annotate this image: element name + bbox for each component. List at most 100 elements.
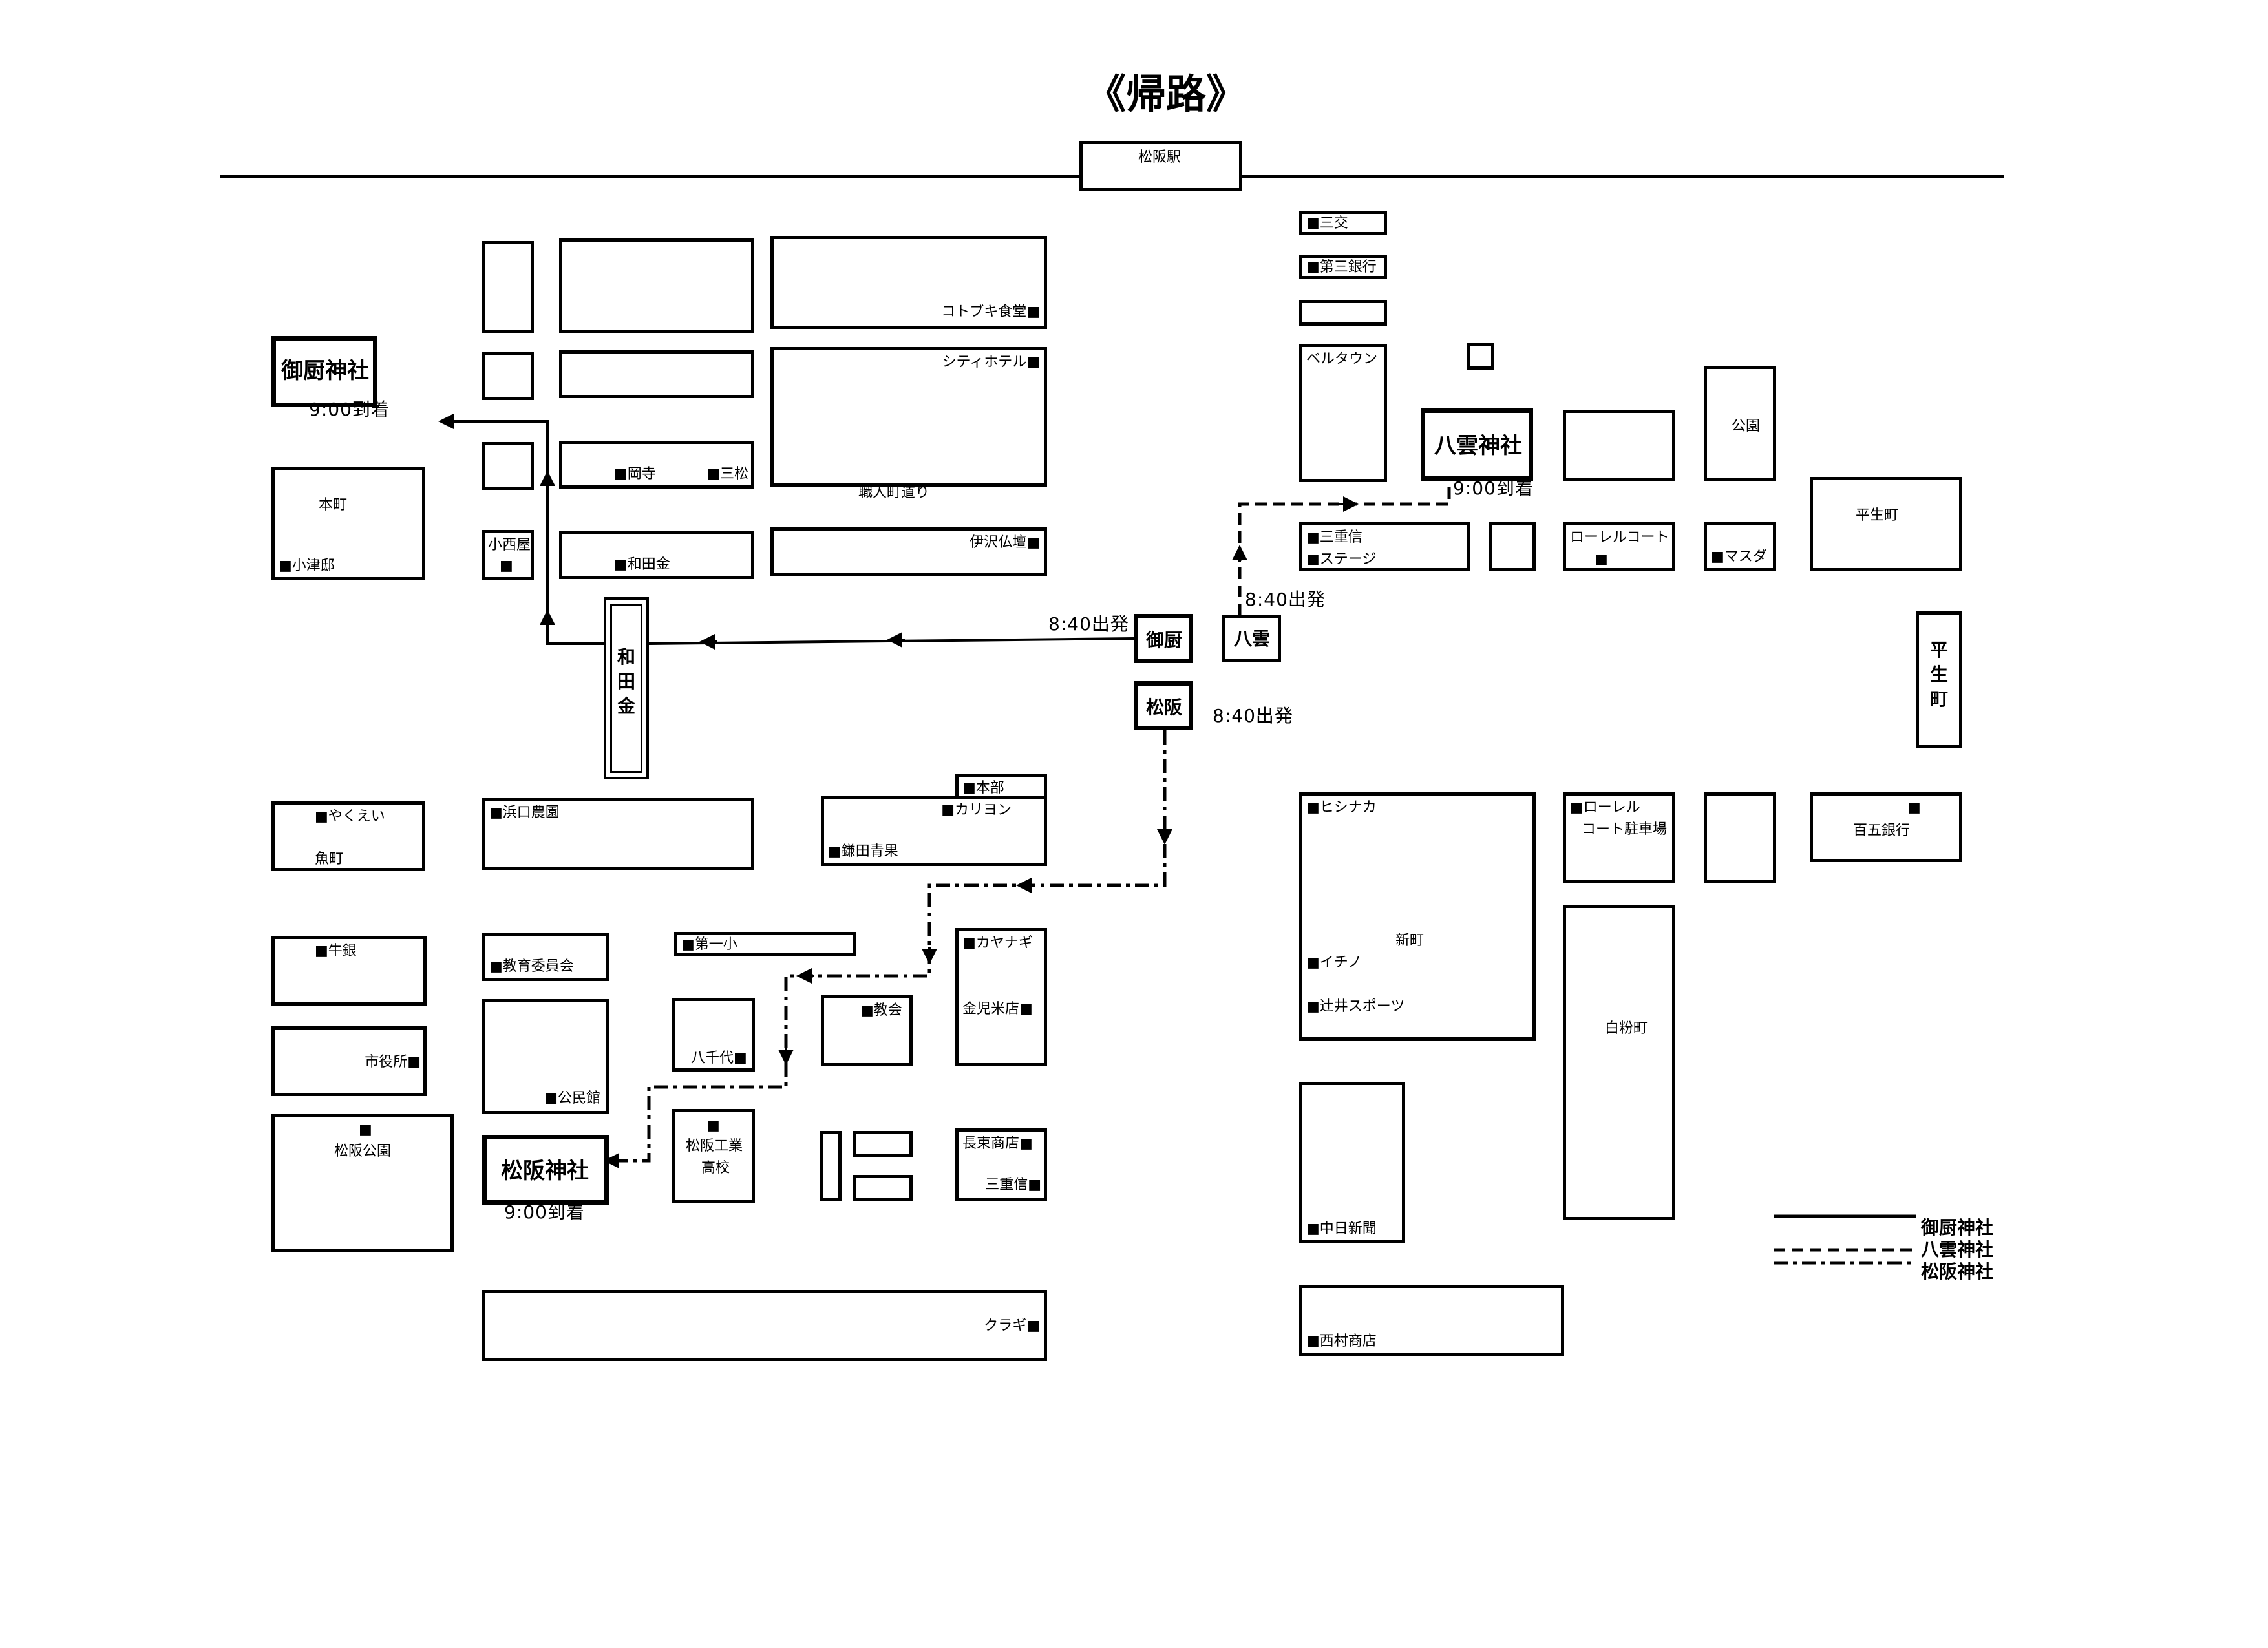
tsujii-label: ■辻井スポーツ bbox=[1306, 998, 1405, 1015]
yachiyo-label: 八千代■ bbox=[691, 1050, 747, 1066]
block-kyokai: ■教会 bbox=[821, 995, 913, 1066]
shokunin-street-label: 職人町道り bbox=[858, 485, 930, 501]
mikuriya-shrine: 御厨神社 bbox=[271, 336, 377, 407]
matsusaka-arrive-time: 9:00到着 bbox=[504, 1201, 585, 1223]
block-kuragi: クラギ■ bbox=[482, 1290, 1047, 1361]
mikuriya-route bbox=[648, 637, 1134, 645]
mikuriya-start: 御厨 bbox=[1134, 614, 1193, 663]
nagatsuka-label: 長束商店■ bbox=[962, 1136, 1033, 1152]
block-kayanagi: ■カヤナギ 金児米店■ bbox=[955, 928, 1047, 1066]
block-oshiroi: 白粉町 bbox=[1563, 905, 1675, 1220]
kyoiku-label: ■教育委員会 bbox=[489, 958, 574, 975]
yakumo-start: 八雲 bbox=[1222, 615, 1281, 662]
matsusaka-shrine: 松阪神社 bbox=[482, 1135, 609, 1205]
block-heiseicho-vertical: 平生町 bbox=[1916, 611, 1962, 748]
block bbox=[559, 350, 754, 398]
laurel-court-marker: ■ bbox=[1595, 551, 1608, 567]
hishinaka-label: ■ヒシナカ bbox=[1306, 799, 1377, 816]
small-block bbox=[1467, 343, 1494, 370]
hyakugo-marker: ■ bbox=[1907, 799, 1921, 816]
block-hamaguchi: ■浜口農園 bbox=[482, 798, 754, 870]
block-honbu: ■本部 bbox=[955, 774, 1047, 800]
kayanagi-label: ■カヤナギ bbox=[962, 935, 1033, 951]
laurel-label: ■ローレル bbox=[1570, 799, 1640, 816]
block-kominkan: ■公民館 bbox=[482, 999, 609, 1114]
legend-yakumo: 八雲神社 bbox=[1921, 1239, 1994, 1260]
block bbox=[853, 1131, 913, 1157]
block bbox=[559, 238, 754, 333]
city-hotel-label: シティホテル■ bbox=[942, 354, 1040, 370]
block-miejin-stage: ■三重信 ■ステージ bbox=[1299, 522, 1470, 571]
matsusaka-route bbox=[609, 730, 1167, 1163]
ichino-label: ■イチノ bbox=[1306, 955, 1362, 971]
block-daiichi: ■第一小 bbox=[674, 932, 856, 956]
block-daisan: ■第三銀行 bbox=[1299, 255, 1387, 279]
block-city-hotel: シティホテル■ bbox=[770, 347, 1047, 487]
block bbox=[482, 442, 534, 490]
block-belltown: ベルタウン bbox=[1299, 344, 1387, 482]
block-laurel-parking: ■ローレル コート駐車場 bbox=[1563, 792, 1675, 883]
kanebei-label: 金児米店■ bbox=[962, 1001, 1033, 1017]
matsusaka-start: 松阪 bbox=[1134, 681, 1193, 730]
block-kotobuki: コトブキ食堂■ bbox=[770, 236, 1047, 329]
uomachi-label: 魚町 bbox=[315, 851, 344, 867]
block-shinmachi: ■ヒシナカ 新町 ■イチノ ■辻井スポーツ bbox=[1299, 792, 1536, 1041]
yakumo-route bbox=[1238, 481, 1451, 615]
wadakin-building: 和田金 bbox=[604, 597, 649, 779]
konishiya-label: 小西屋 bbox=[488, 537, 531, 553]
kotobuki-label: コトブキ食堂■ bbox=[941, 304, 1040, 320]
block-uomachi: ■やくえい 魚町 bbox=[271, 801, 425, 871]
block-okadera: ■岡寺 ■三松 bbox=[559, 441, 754, 489]
block-kogyo: ■ 松阪工業 高校 bbox=[672, 1109, 755, 1203]
matsusaka-park-label: 松阪公園 bbox=[334, 1143, 392, 1159]
block-matsusaka-park: ■ 松阪公園 bbox=[271, 1114, 454, 1252]
ozu-label: ■小津邸 bbox=[279, 558, 335, 574]
mikuriya-arrive-time: 9:00到着 bbox=[309, 399, 390, 420]
konishiya-marker: ■ bbox=[500, 558, 513, 574]
block-gyugin: ■牛銀 bbox=[271, 936, 427, 1006]
block bbox=[853, 1175, 913, 1201]
wadakin-label: ■和田金 bbox=[614, 556, 670, 573]
kominkan-label: ■公民館 bbox=[544, 1090, 600, 1106]
block-izawa: 伊沢仏壇■ bbox=[770, 527, 1047, 576]
kogyo-label-1: 松阪工業 bbox=[686, 1138, 743, 1154]
station-box: 松阪駅 bbox=[1079, 141, 1242, 191]
block-koen: 公園 bbox=[1704, 366, 1776, 481]
yakumo-depart-time: 8:40出発 bbox=[1245, 589, 1326, 610]
kariyon-label: ■カリヨン bbox=[941, 802, 1012, 818]
kyokai-label: ■教会 bbox=[860, 1002, 902, 1019]
mikuriya-route-2 bbox=[446, 420, 604, 645]
shiyakusho-label: 市役所■ bbox=[365, 1054, 421, 1070]
matsusaka-park-marker: ■ bbox=[359, 1121, 372, 1137]
honmachi-label: 本町 bbox=[319, 497, 348, 513]
matsusaka-depart-time: 8:40出発 bbox=[1213, 705, 1293, 726]
hamaguchi-label: ■浜口農園 bbox=[489, 805, 560, 821]
honbu-label: ■本部 bbox=[962, 780, 1004, 796]
yakumo-shrine-label: 八雲神社 bbox=[1434, 433, 1522, 459]
shinmachi-label: 新町 bbox=[1395, 933, 1425, 949]
okadera-label: ■岡寺 bbox=[614, 466, 656, 482]
yakumo-arrive-time: 9:00到着 bbox=[1453, 478, 1534, 499]
wadakin-vertical-label: 和田金 bbox=[617, 646, 635, 717]
block-heiseicho: 平生町 bbox=[1810, 477, 1962, 571]
sanmatsu-label: ■三松 bbox=[706, 466, 748, 482]
hyakugo-label: 百五銀行 bbox=[1853, 823, 1911, 839]
kamata-label: ■鎌田青果 bbox=[828, 843, 898, 860]
legend-mikuriya: 御厨神社 bbox=[1921, 1217, 1994, 1238]
legend-matsusaka: 松阪神社 bbox=[1921, 1261, 1994, 1282]
map-title: 《帰路》 bbox=[1086, 70, 1247, 118]
izawa-label: 伊沢仏壇■ bbox=[970, 534, 1040, 551]
nishimura-label: ■西村商店 bbox=[1306, 1333, 1377, 1349]
gyugin-label: ■牛銀 bbox=[315, 943, 357, 959]
mazda-label: ■マスダ bbox=[1711, 549, 1767, 565]
station-label: 松阪駅 bbox=[1138, 149, 1182, 165]
block-honmachi: 本町 ■小津邸 bbox=[271, 467, 425, 580]
block-shiyakusho: 市役所■ bbox=[271, 1026, 427, 1096]
mikuriya-depart-time: 8:40出発 bbox=[1048, 613, 1129, 635]
block-konishiya: 小西屋 ■ bbox=[482, 530, 534, 580]
yakumo-start-label: 八雲 bbox=[1234, 628, 1271, 650]
oshiroi-label: 白粉町 bbox=[1605, 1020, 1648, 1037]
heiseicho-label: 平生町 bbox=[1856, 507, 1899, 523]
daiichi-label: ■第一小 bbox=[681, 936, 737, 953]
